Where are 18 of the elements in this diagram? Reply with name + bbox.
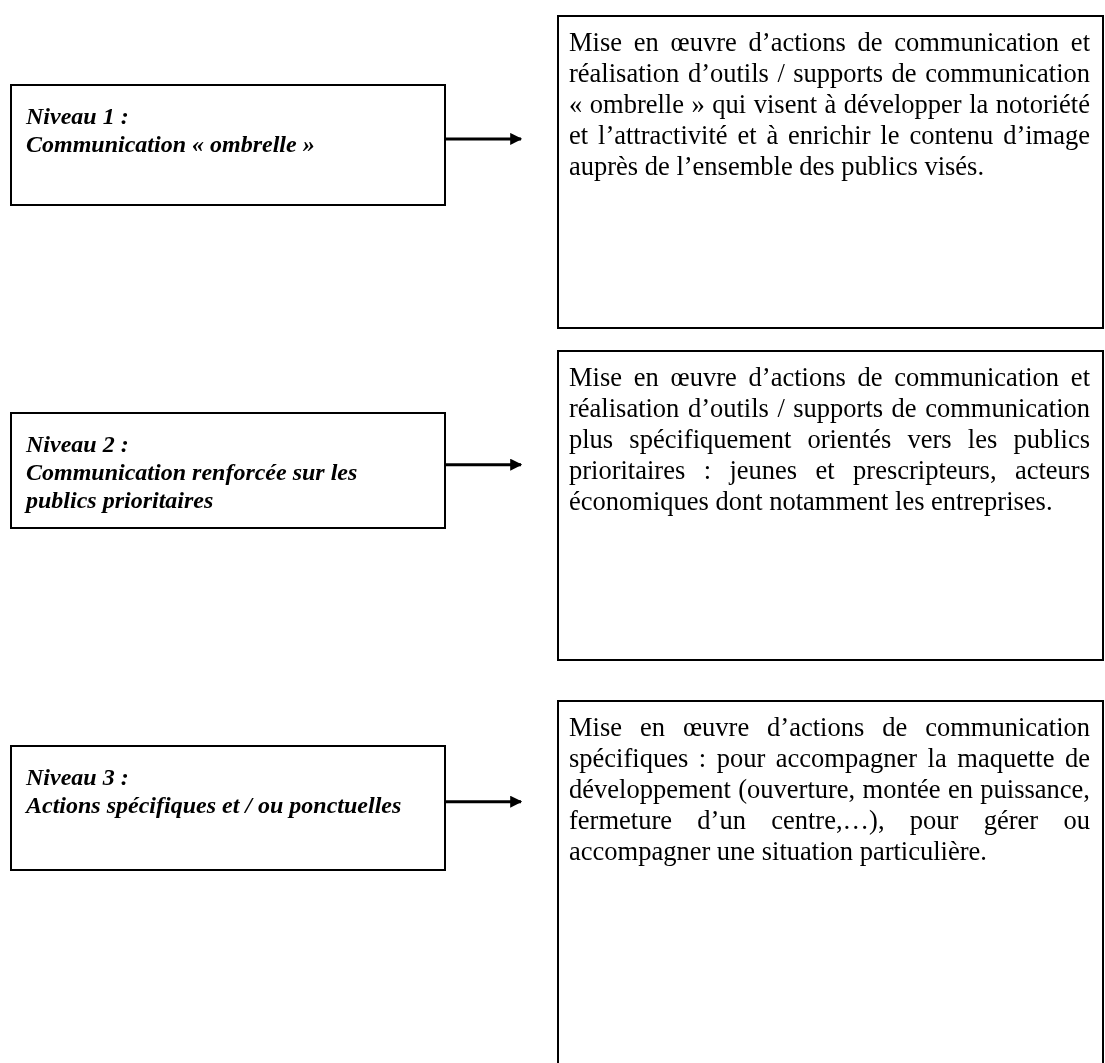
level-title: Communication « ombrelle » — [26, 130, 316, 158]
description-box — [557, 350, 1104, 661]
description-text: Mise en œuvre d’actions de communication spécifiques : pour accompagner la maquette de développement (ouverture, montée en puissance, fermeture d’un centre,…), pour gérer ou accompagner une situation particulière. — [569, 712, 1090, 867]
level-title: Communication renforcée sur les publics prioritaires — [26, 458, 359, 514]
level-box — [10, 412, 446, 529]
description-text: Mise en œuvre d’actions de communication et réalisation d’outils / supports de communication plus spécifiquement orientés vers les publics prioritaires : jeunes et prescripteurs, acteurs économiques dont notamment les entreprises. — [569, 362, 1090, 517]
description-box — [557, 15, 1104, 329]
level-title: Actions spécifiques et / ou ponctuelles — [26, 791, 403, 819]
level-heading: Niveau 2 : — [26, 430, 130, 458]
level-box — [10, 84, 446, 206]
description-text: Mise en œuvre d’actions de communication et réalisation d’outils / supports de communication « ombrelle » qui visent à développer la notoriété et l’attractivité et à enrichir le contenu d’image auprès de l’ensemble des publics visés. — [569, 27, 1090, 182]
description-box — [557, 700, 1104, 1063]
level-heading: Niveau 1 : — [26, 102, 130, 130]
level-box — [10, 745, 446, 871]
arrow — [446, 795, 523, 808]
arrow — [446, 458, 523, 471]
arrow — [446, 132, 523, 145]
level-heading: Niveau 3 : — [26, 763, 130, 791]
